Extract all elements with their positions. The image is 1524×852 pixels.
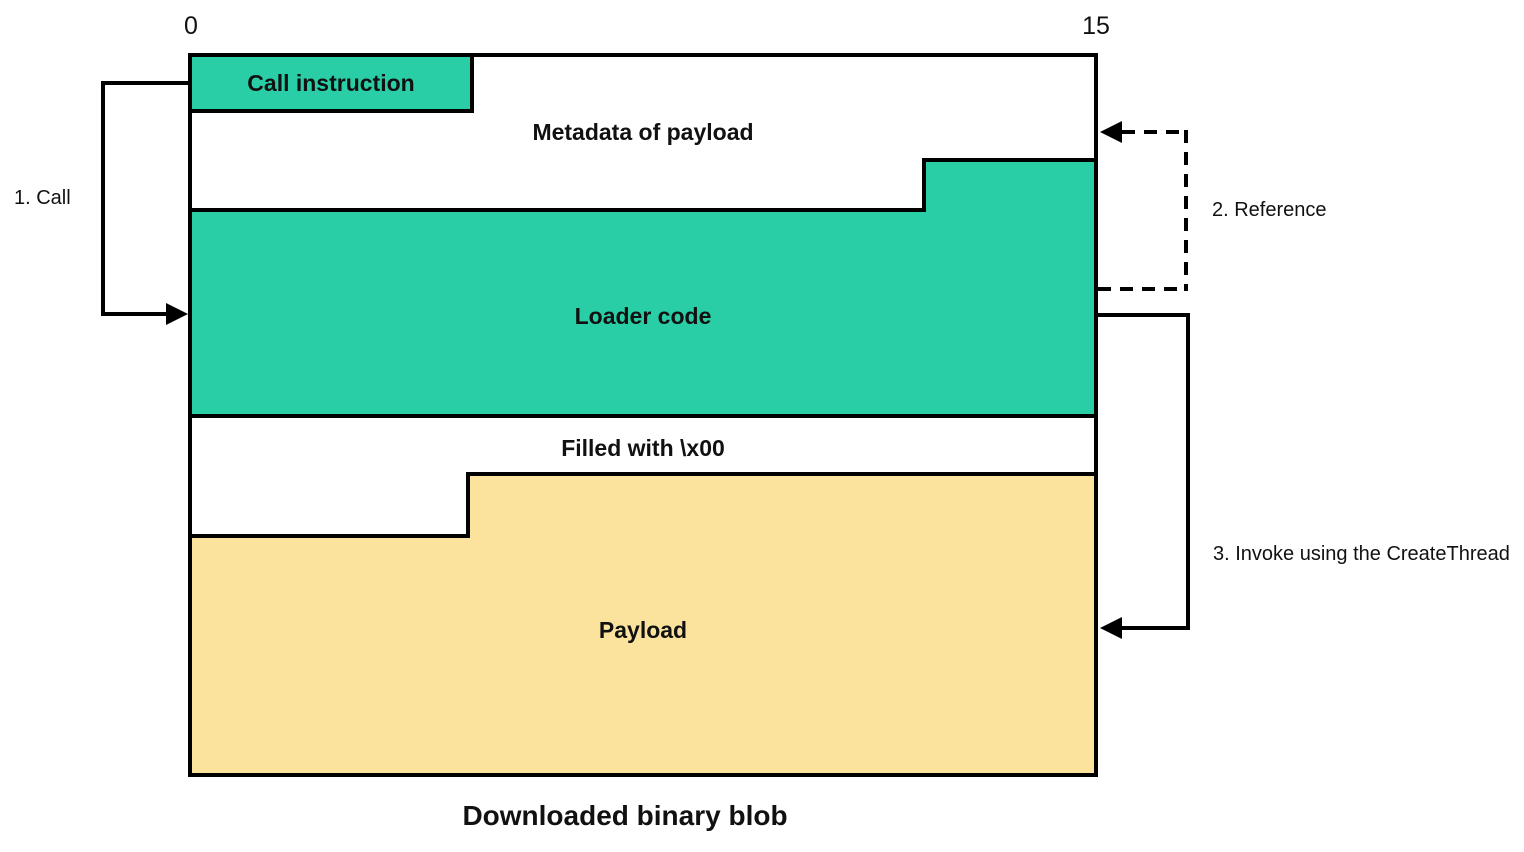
loader-code-label: Loader code bbox=[574, 303, 712, 329]
payload-step-line bbox=[466, 472, 470, 538]
metadata-label: Metadata of payload bbox=[532, 119, 754, 145]
call-arrowhead-icon bbox=[166, 303, 188, 325]
call-instruction-block: Call instruction bbox=[188, 53, 474, 113]
call-arrow-top-segment bbox=[101, 81, 188, 85]
annotation-reference-label: 2. Reference bbox=[1212, 199, 1327, 221]
annotation-call-label: 1. Call bbox=[14, 187, 71, 209]
payload-block-right bbox=[470, 476, 1094, 773]
annotation-invoke-label: 3. Invoke using the CreateThread bbox=[1213, 543, 1510, 565]
call-instruction-label: Call instruction bbox=[247, 70, 415, 96]
call-arrow-bottom-segment bbox=[101, 312, 168, 316]
loader-code-step bbox=[922, 158, 1094, 214]
reference-dash-top-segment bbox=[1122, 130, 1188, 134]
diagram-caption: Downloaded binary blob bbox=[462, 800, 788, 831]
reference-arrowhead-icon bbox=[1100, 121, 1122, 143]
loader-code-block bbox=[192, 212, 1094, 414]
invoke-arrow-vertical-segment bbox=[1186, 313, 1190, 630]
loader-top-line bbox=[188, 208, 926, 212]
payload-top-line bbox=[466, 472, 1094, 476]
loader-bottom-line bbox=[188, 414, 1098, 418]
payload-label: Payload bbox=[598, 617, 688, 643]
column-label-15: 15 bbox=[1082, 12, 1110, 40]
reference-dash-bottom-segment bbox=[1098, 287, 1184, 291]
filler-label: Filled with \x00 bbox=[561, 435, 725, 461]
column-label-0: 0 bbox=[184, 12, 198, 40]
call-arrow-vertical-segment bbox=[101, 81, 105, 316]
invoke-arrow-top-segment bbox=[1094, 313, 1190, 317]
payload-left-top-line bbox=[188, 534, 470, 538]
invoke-arrow-bottom-segment bbox=[1122, 626, 1186, 630]
invoke-arrowhead-icon bbox=[1100, 617, 1122, 639]
reference-dash-vertical-segment bbox=[1184, 130, 1188, 291]
payload-block-left bbox=[192, 538, 470, 773]
